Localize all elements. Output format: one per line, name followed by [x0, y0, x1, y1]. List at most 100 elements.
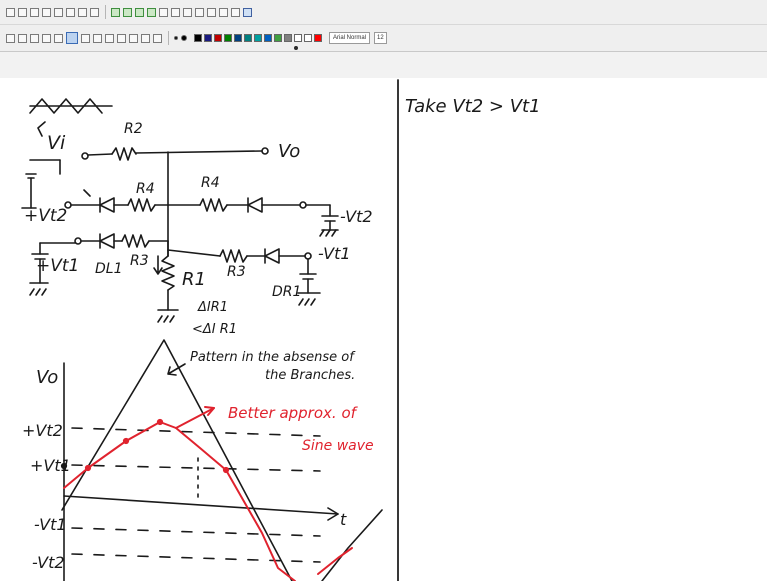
vt2-level-dashed	[71, 427, 321, 437]
r4-right-label: R4	[201, 175, 220, 191]
color-swatch-12[interactable]	[314, 34, 322, 42]
take-statement: Take Vt2 > Vt1	[405, 96, 541, 117]
approx-sine-curve	[63, 406, 353, 581]
paste-icon[interactable]	[66, 7, 75, 17]
toolbar-separator	[105, 5, 106, 19]
dr1-label: DR1	[272, 284, 301, 300]
whiteboard-canvas[interactable]: Take Vt2 > Vt1 Vi R2 Vo +Vt2 R4	[0, 78, 767, 581]
medium-pen-swatch[interactable]	[181, 35, 187, 41]
save-icon[interactable]	[30, 7, 39, 17]
vt2-neg-label: -Vt2	[340, 207, 373, 226]
font-name-field[interactable]: Arial Normal	[329, 32, 371, 44]
color-swatch-9[interactable]	[284, 34, 292, 42]
color-swatch-0[interactable]	[194, 34, 202, 42]
color-swatch-10[interactable]	[294, 34, 302, 42]
diode-dr1	[264, 248, 280, 264]
vt1-neg-label: -Vt1	[318, 244, 351, 263]
color-swatch-5[interactable]	[244, 34, 252, 42]
zoom-fit-icon[interactable]	[171, 7, 180, 17]
r4-left-label: R4	[136, 181, 155, 197]
r1-current-arrow	[153, 255, 163, 275]
highlighter-tool-icon[interactable]	[18, 33, 27, 43]
r3-left-label: R3	[130, 253, 149, 269]
pattern-label-2: the Branches.	[265, 368, 355, 383]
pen-tool-icon[interactable]	[6, 33, 15, 43]
minus-vt2-level-dashed	[71, 553, 321, 563]
plus-vt1-label: +Vt1	[30, 456, 71, 475]
tick-mark	[83, 189, 91, 197]
color-palette	[194, 34, 323, 42]
r2-resistor	[111, 147, 137, 161]
better-approx-label: Better approx. of	[228, 404, 359, 422]
vo-label: Vo	[278, 141, 300, 162]
color-swatch-8[interactable]	[274, 34, 282, 42]
vo-axis-label: Vo	[36, 367, 58, 388]
main-toolbar	[0, 0, 767, 25]
lasso-tool-icon[interactable]	[93, 33, 102, 43]
text-tool-icon[interactable]	[42, 33, 51, 43]
color-swatch-11[interactable]	[304, 34, 312, 42]
color-swatch-3[interactable]	[224, 34, 232, 42]
minus-vt1-level-dashed	[71, 527, 321, 537]
pen-toolbar: Arial Normal 12	[0, 25, 767, 52]
shape-tool-icon[interactable]	[117, 33, 126, 43]
color-swatch-7[interactable]	[264, 34, 272, 42]
diode-right-upper	[247, 197, 263, 213]
selection-tool-icon[interactable]	[66, 32, 78, 44]
vi-arrow	[37, 121, 46, 137]
undo-icon[interactable]	[78, 7, 87, 17]
minus-vt1-label: -Vt1	[34, 515, 67, 534]
r3-right-label: R3	[227, 264, 246, 280]
redo-icon[interactable]	[90, 7, 99, 17]
fullscreen-icon[interactable]	[243, 7, 252, 17]
r4-left-resistor	[127, 198, 156, 212]
font-size-field[interactable]: 12	[374, 32, 387, 44]
copy-icon[interactable]	[54, 7, 63, 17]
notes-drawing: Take Vt2 > Vt1 Vi R2 Vo +Vt2 R4	[21, 79, 541, 581]
first-page-icon[interactable]	[135, 7, 144, 17]
brush-tool-icon[interactable]	[153, 33, 162, 43]
color-swatch-1[interactable]	[204, 34, 212, 42]
dl1-label: DL1	[95, 261, 123, 277]
rotate-tool-icon[interactable]	[129, 33, 138, 43]
zoom-custom-icon[interactable]	[231, 7, 240, 17]
last-page-icon[interactable]	[147, 7, 156, 17]
sine-wave-label: Sine wave	[302, 438, 374, 454]
triangle-wave-symbol	[29, 98, 103, 114]
zoom-page-icon[interactable]	[219, 7, 228, 17]
color-swatch-2[interactable]	[214, 34, 222, 42]
line-tool-icon[interactable]	[30, 33, 39, 43]
color-swatch-6[interactable]	[254, 34, 262, 42]
r1-resistor	[161, 255, 175, 291]
toolbar-separator	[168, 31, 169, 45]
open-file-icon[interactable]	[18, 7, 27, 17]
image-tool-icon[interactable]	[81, 33, 90, 43]
color-picker-icon[interactable]	[141, 33, 150, 43]
zoom-width-icon[interactable]	[207, 7, 216, 17]
delta-ir1-label: ΔIR1	[197, 300, 228, 315]
prev-page-icon[interactable]	[111, 7, 120, 17]
r4-right-resistor	[199, 198, 228, 212]
color-swatch-4[interactable]	[234, 34, 242, 42]
pattern-label: Pattern in the absense of	[190, 350, 356, 365]
new-page-icon[interactable]	[6, 7, 15, 17]
zoom-in-icon[interactable]	[183, 7, 192, 17]
page-indicator-dot	[294, 46, 298, 50]
eraser-tool-icon[interactable]	[54, 33, 63, 43]
r2-label: R2	[124, 121, 143, 137]
grid-tool-icon[interactable]	[105, 33, 114, 43]
next-page-icon[interactable]	[123, 7, 132, 17]
vt1-pos-label: +Vt1	[36, 256, 79, 276]
t-axis-label: t	[340, 510, 347, 529]
cut-icon[interactable]	[42, 7, 51, 17]
vi-label: Vi	[47, 132, 66, 154]
minus-vt2-label: -Vt2	[32, 553, 65, 572]
delta-ir1-less-label: <ΔI R1	[192, 322, 237, 337]
page-view-icon[interactable]	[159, 7, 168, 17]
thin-pen-swatch[interactable]	[174, 36, 178, 40]
triangle-pattern-rise	[321, 509, 383, 581]
t-axis	[63, 495, 339, 515]
r3-left-resistor	[121, 234, 150, 248]
zoom-out-icon[interactable]	[195, 7, 204, 17]
page-header-strip	[0, 52, 767, 78]
